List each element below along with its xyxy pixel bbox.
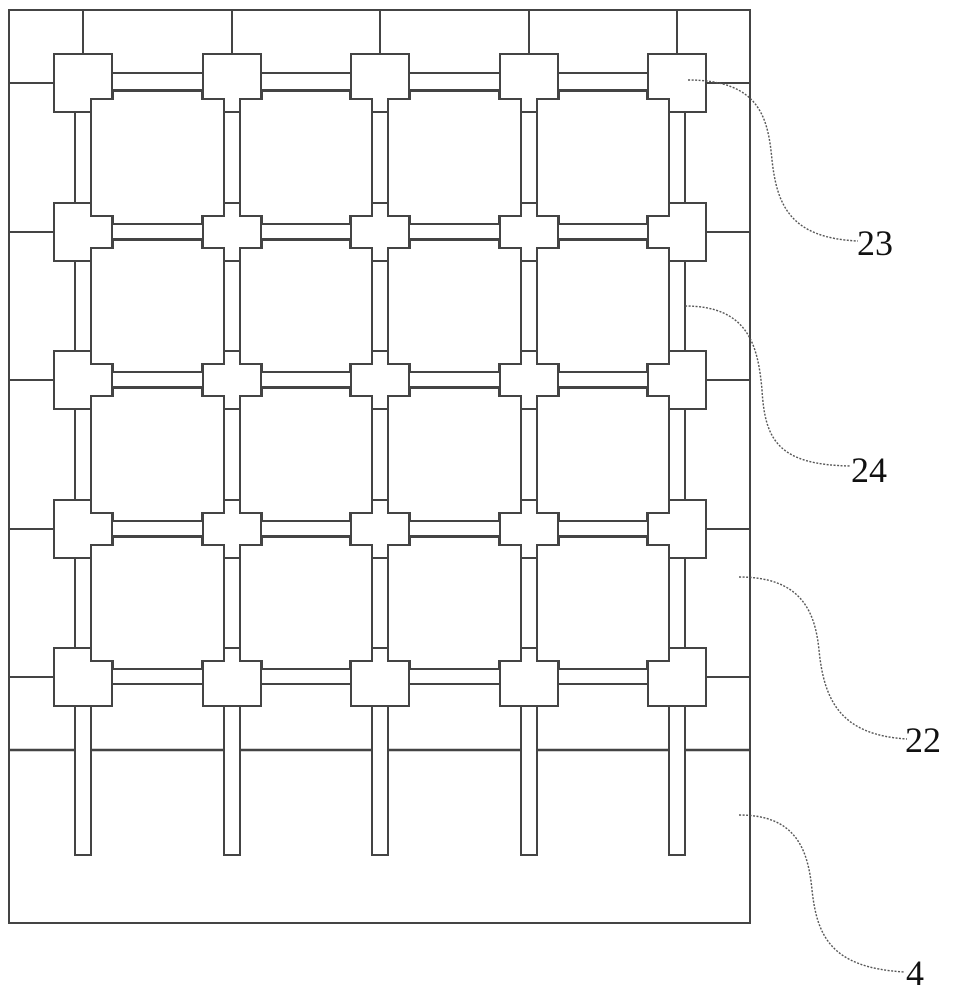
leader-line-23 bbox=[687, 79, 859, 242]
right-border-lines bbox=[707, 82, 750, 678]
leader-line-4 bbox=[738, 814, 906, 973]
cell-pad bbox=[387, 90, 522, 225]
cell-pad bbox=[90, 90, 225, 225]
label-24: 24 bbox=[851, 450, 887, 490]
cell-pad bbox=[239, 90, 373, 225]
left-border-lines bbox=[9, 82, 53, 678]
cell-pad bbox=[536, 90, 670, 225]
cell-pad bbox=[536, 536, 670, 670]
cell-pad bbox=[239, 387, 373, 522]
cell-pad bbox=[239, 536, 373, 670]
leader-line-24 bbox=[684, 305, 852, 467]
cell-pad bbox=[90, 239, 225, 373]
label-4: 4 bbox=[906, 953, 924, 993]
top-border-lines bbox=[82, 10, 678, 53]
cell-pad bbox=[239, 239, 373, 373]
cell-pad bbox=[90, 387, 225, 522]
cell-pad bbox=[387, 536, 522, 670]
cell-pad bbox=[387, 387, 522, 522]
cell-pad bbox=[536, 239, 670, 373]
cell-pad bbox=[536, 387, 670, 522]
leader-lines bbox=[684, 79, 908, 973]
cell-pads bbox=[90, 90, 670, 670]
leader-line-22 bbox=[738, 576, 908, 740]
cell-pad bbox=[387, 239, 522, 373]
cell-pad bbox=[90, 536, 225, 670]
label-23: 23 bbox=[857, 223, 893, 263]
label-22: 22 bbox=[905, 720, 941, 760]
